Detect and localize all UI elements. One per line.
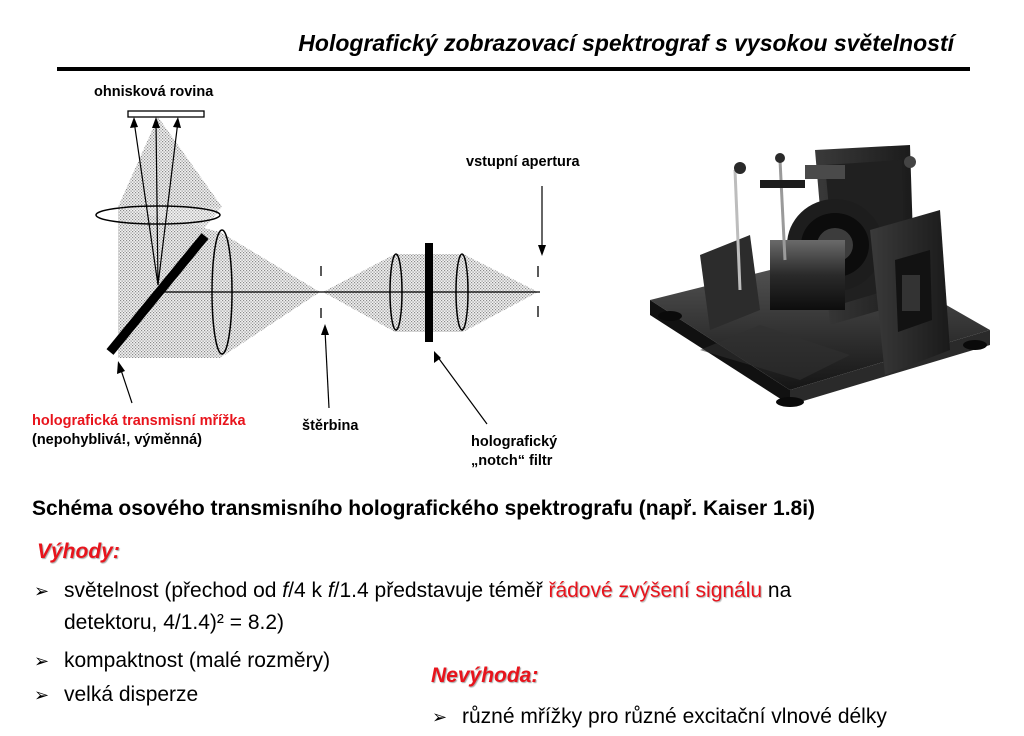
pointer-arrows xyxy=(119,186,543,425)
beam-from-slit xyxy=(323,254,395,332)
transmission-grating xyxy=(106,233,209,355)
label-grating: holografická transmisní mřížka xyxy=(32,413,246,429)
bullet-icon: ➢ xyxy=(432,707,448,727)
label-focal-plane: ohnisková rovina xyxy=(94,84,214,100)
pointer-arrowheads xyxy=(117,245,546,374)
label-entrance-aperture: vstupní apertura xyxy=(466,154,580,170)
arrowheads-focal xyxy=(130,117,181,128)
collimator-lens xyxy=(211,229,233,355)
spectrograph-schematic xyxy=(95,110,546,425)
relay-lens-right xyxy=(455,253,469,331)
bullet-icon: ➢ xyxy=(34,581,50,601)
label-grating-note: (nepohyblivá!, výměnná) xyxy=(32,432,203,448)
schematic-caption: Schéma osového transmisního holografické… xyxy=(32,497,816,520)
focal-plane xyxy=(127,110,205,118)
relay-lens-left xyxy=(389,253,403,331)
spectrograph-device-photo xyxy=(650,145,990,407)
beam-dispersed xyxy=(118,207,222,285)
label-slit: štěrbina xyxy=(302,418,359,434)
advantage-item-3: ➢velká disperze xyxy=(34,683,199,706)
camera-lens xyxy=(95,205,221,225)
advantages-title: Výhody: xyxy=(37,540,120,563)
advantage-item-2: ➢kompaktnost (malé rozměry) xyxy=(34,649,331,672)
notch-filter xyxy=(425,243,433,342)
bullet-icon: ➢ xyxy=(34,685,50,705)
label-filter-2: „notch“ filtr xyxy=(471,453,553,469)
bullet-icon: ➢ xyxy=(34,651,50,671)
beam-to-slit xyxy=(220,232,320,358)
beam-to-aperture xyxy=(463,254,538,332)
highlight-signal-increase: řádové zvýšení signálu xyxy=(548,579,763,602)
title-underline xyxy=(57,67,970,71)
advantage-item-1-line2: detektoru, 4/1.4)² = 8.2) xyxy=(64,611,285,634)
label-filter-1: holografický xyxy=(471,434,558,450)
dispersed-rays xyxy=(133,120,179,286)
page-title: Holografický zobrazovací spektrograf s v… xyxy=(298,30,954,56)
disadvantage-title: Nevýhoda: xyxy=(431,664,539,687)
advantage-item-1: ➢světelnost (přechod od f/4 k f/1.4 před… xyxy=(34,579,792,602)
beam-to-focal-plane xyxy=(118,117,222,207)
disadvantage-item-1: ➢různé mřížky pro různé excitační vlnové… xyxy=(432,705,887,728)
